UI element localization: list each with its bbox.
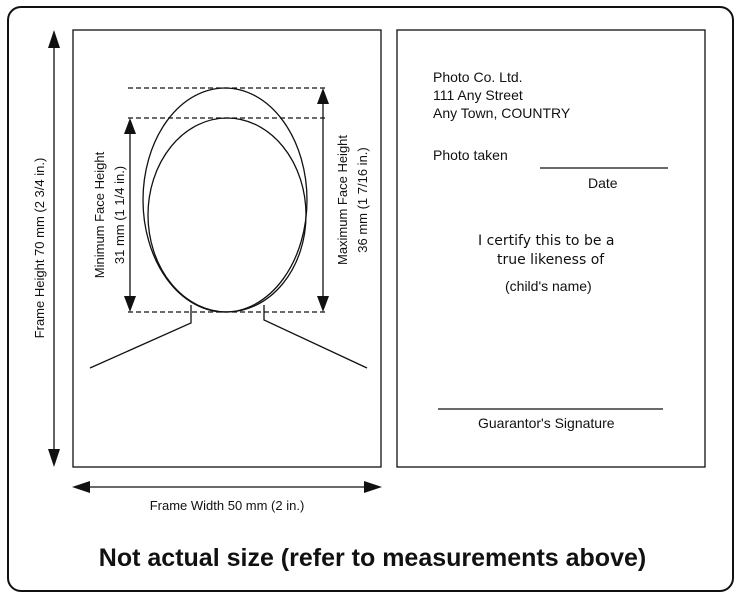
frame-width-label: Frame Width 50 mm (2 in.) — [150, 498, 305, 513]
minimum-face-height-value: 31 mm (1 1/4 in.) — [112, 166, 127, 264]
photo-frame — [72, 29, 382, 468]
photo-taken-label: Photo taken — [433, 147, 508, 163]
certify-line-1: I certify this to be a — [478, 233, 615, 249]
maximum-face-height-label: Maximum Face Height — [335, 135, 350, 265]
maximum-face-height-value: 36 mm (1 7/16 in.) — [355, 147, 370, 253]
company-name: Photo Co. Ltd. — [433, 69, 523, 85]
date-label: Date — [588, 175, 618, 191]
company-town: Any Town, COUNTRY — [433, 105, 571, 121]
minimum-face-height-label: Minimum Face Height — [92, 151, 107, 278]
minimum-face-height-arrow — [124, 118, 136, 312]
signature-label: Guarantor's Signature — [478, 415, 615, 431]
frame-height-label: Frame Height 70 mm (2 3/4 in.) — [32, 158, 47, 339]
outer-border — [7, 6, 734, 592]
photo-back-frame — [396, 29, 706, 468]
company-street: 111 Any Street — [433, 87, 523, 103]
shoulders-outline — [89, 305, 368, 369]
footer-note: Not actual size (refer to measurements a… — [98, 544, 647, 572]
frame-height-arrow — [48, 30, 60, 467]
face-height-guides — [128, 87, 328, 313]
certify-line-2: true likeness of — [497, 252, 605, 268]
minimum-face-outline — [147, 117, 307, 313]
maximum-face-height-arrow — [317, 88, 329, 312]
frame-width-arrow — [72, 481, 382, 493]
childs-name-label: (child's name) — [505, 278, 592, 294]
